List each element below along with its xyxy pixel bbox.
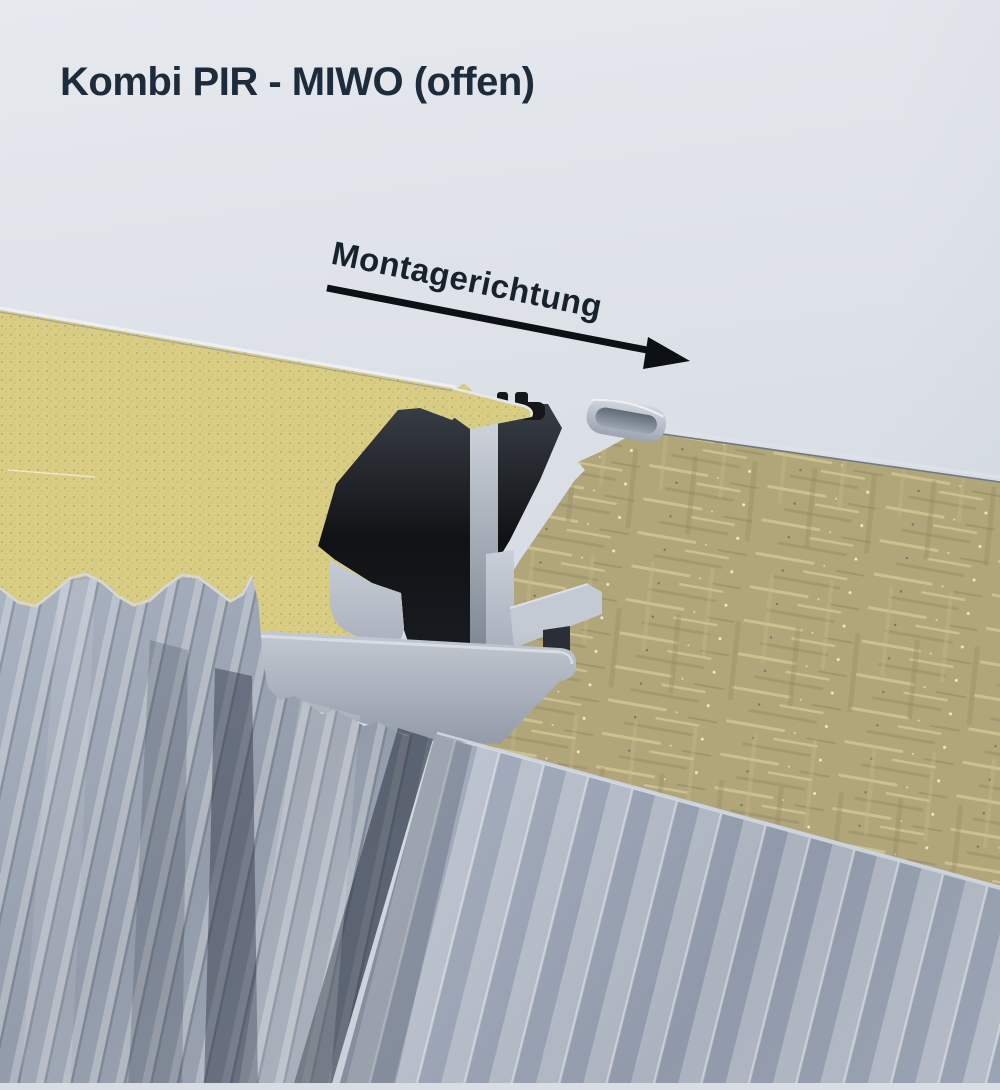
left-facing-groove-1 <box>128 640 188 1090</box>
bottom-edge-strip <box>0 1083 1000 1090</box>
channel-fold-corner <box>559 650 574 665</box>
left-panel-skin-shadow <box>0 311 455 392</box>
montage-direction-arrow <box>326 284 690 369</box>
female-joint-fold <box>586 398 667 443</box>
arrow-head <box>643 337 690 369</box>
left-panel-facing <box>0 572 433 1090</box>
joint-liner-and-channel <box>251 550 602 744</box>
right-panel-skin-edge <box>639 425 1000 479</box>
left-facing-crest-highlight-2 <box>20 578 96 1090</box>
liner-sloped-edge <box>510 584 602 648</box>
left-facing-groove-3 <box>292 728 433 1090</box>
left-facing-edge-highlight <box>0 572 254 608</box>
foam-surface-scratch <box>7 469 96 478</box>
joint-dark-cavity <box>318 404 562 710</box>
arrow-shaft <box>326 284 653 355</box>
left-facing-groove-2 <box>204 668 258 1090</box>
joint-channel <box>251 631 576 744</box>
tongue-skin-edge <box>451 386 533 417</box>
right-panel-miwo <box>435 398 1000 888</box>
right-panel-facing <box>338 731 1000 1090</box>
left-facing-crest-highlight <box>238 700 360 1090</box>
right-facing-ribs <box>338 735 1000 1090</box>
liner-edge-highlight <box>509 583 589 609</box>
mineral-wool-texture-overlay <box>435 430 1000 888</box>
left-facing-pinstripes <box>0 576 433 1090</box>
right-panel-skin-shadow <box>640 430 1000 483</box>
right-facing-edge-highlight <box>436 731 1000 889</box>
right-facing-joint-shadow <box>338 735 472 1090</box>
channel-fold-highlight <box>257 634 561 654</box>
left-panel-skin-edge <box>0 306 457 389</box>
page-title: Kombi PIR - MIWO (offen) <box>60 60 535 104</box>
tongue-metal-cap <box>330 560 404 650</box>
pir-foam-tongue-tip <box>452 390 533 429</box>
